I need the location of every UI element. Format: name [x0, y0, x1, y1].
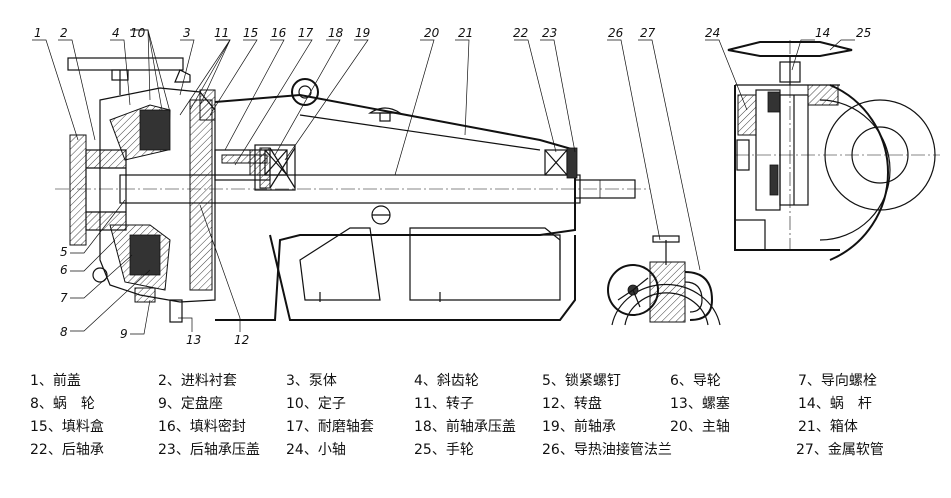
legend-item: 19、前轴承 — [542, 418, 616, 435]
leader-lines — [32, 29, 855, 335]
callout-20: 20 — [424, 26, 440, 40]
callout-17: 17 — [298, 26, 314, 40]
legend-item: 27、金属软管 — [796, 441, 884, 458]
callout-21: 21 — [458, 26, 473, 40]
legend-row: 1、前盖 2、进料衬套 3、泵体 4、斜齿轮 5、锁紧螺钉 6、导轮 7、导向螺… — [30, 368, 930, 391]
housing-foot-shape — [269, 227, 576, 321]
side-view-small — [607, 235, 721, 326]
legend-item: 26、导热油接管法兰 — [542, 441, 672, 458]
callout-7: 7 — [60, 291, 68, 305]
callout-2: 2 — [60, 26, 68, 40]
legend-item: 25、手轮 — [414, 441, 474, 458]
legend-item: 13、螺塞 — [670, 395, 730, 412]
legend-item: 23、后轴承压盖 — [158, 441, 260, 458]
legend-item: 20、主轴 — [670, 418, 730, 435]
right-section-view — [727, 40, 940, 261]
callout-16: 16 — [271, 26, 287, 40]
legend-item: 17、耐磨轴套 — [286, 418, 374, 435]
callout-12: 12 — [234, 333, 249, 347]
legend-item: 15、填料盒 — [30, 418, 104, 435]
callout-5: 5 — [60, 245, 68, 259]
callout-13: 13 — [186, 333, 201, 347]
legend-item: 4、斜齿轮 — [414, 372, 479, 389]
legend-row: 8、蜗 轮 9、定盘座 10、定子 11、转子 12、转盘 13、螺塞 14、蜗… — [30, 391, 930, 414]
legend-item: 18、前轴承压盖 — [414, 418, 516, 435]
legend-item: 8、蜗 轮 — [30, 395, 95, 412]
parts-legend: 1、前盖 2、进料衬套 3、泵体 4、斜齿轮 5、锁紧螺钉 6、导轮 7、导向螺… — [30, 368, 930, 460]
legend-item: 2、进料衬套 — [158, 372, 237, 389]
callout-labels: 1 2 4 10 3 11 15 16 17 18 19 20 21 22 23… — [34, 26, 871, 347]
callout-25: 25 — [856, 26, 871, 40]
callout-18: 18 — [328, 26, 344, 40]
callout-3: 3 — [183, 26, 191, 40]
front-bearing-shape — [249, 149, 288, 176]
callout-10: 10 — [130, 26, 146, 40]
legend-item: 3、泵体 — [286, 372, 337, 389]
callout-26: 26 — [608, 26, 624, 40]
callout-11: 11 — [214, 26, 229, 40]
housing-shape — [214, 78, 576, 321]
legend-item: 9、定盘座 — [158, 395, 223, 412]
legend-item: 24、小轴 — [286, 441, 346, 458]
callout-22: 22 — [513, 26, 528, 40]
callout-15: 15 — [243, 26, 258, 40]
callout-14: 14 — [815, 26, 830, 40]
callout-9: 9 — [120, 327, 128, 341]
callout-1: 1 — [34, 26, 42, 40]
main-section-view — [55, 57, 650, 323]
legend-row: 22、后轴承 23、后轴承压盖 24、小轴 25、手轮 26、导热油接管法兰 2… — [30, 437, 930, 460]
pump-assembly-drawing: 1 2 4 10 3 11 15 16 17 18 19 20 21 22 23… — [32, 26, 940, 347]
legend-item: 14、蜗 杆 — [798, 395, 872, 412]
callout-6: 6 — [60, 263, 68, 277]
legend-item: 21、箱体 — [798, 418, 858, 435]
callout-24: 24 — [705, 26, 720, 40]
legend-item: 11、转子 — [414, 395, 474, 412]
legend-item: 16、填料密封 — [158, 418, 246, 435]
legend-item: 22、后轴承 — [30, 441, 104, 458]
callout-4: 4 — [112, 26, 120, 40]
pump-body-shape — [92, 87, 216, 323]
callout-8: 8 — [60, 325, 68, 339]
legend-item: 5、锁紧螺钉 — [542, 372, 621, 389]
legend-item: 10、定子 — [286, 395, 346, 412]
legend-item: 6、导轮 — [670, 372, 721, 389]
legend-item: 7、导向螺栓 — [798, 372, 877, 389]
rear-bearing-shape — [544, 147, 578, 179]
callout-19: 19 — [355, 26, 370, 40]
callout-27: 27 — [640, 26, 656, 40]
legend-item: 12、转盘 — [542, 395, 602, 412]
legend-item: 1、前盖 — [30, 372, 81, 389]
callout-23: 23 — [542, 26, 557, 40]
legend-row: 15、填料盒 16、填料密封 17、耐磨轴套 18、前轴承压盖 19、前轴承 2… — [30, 414, 930, 437]
